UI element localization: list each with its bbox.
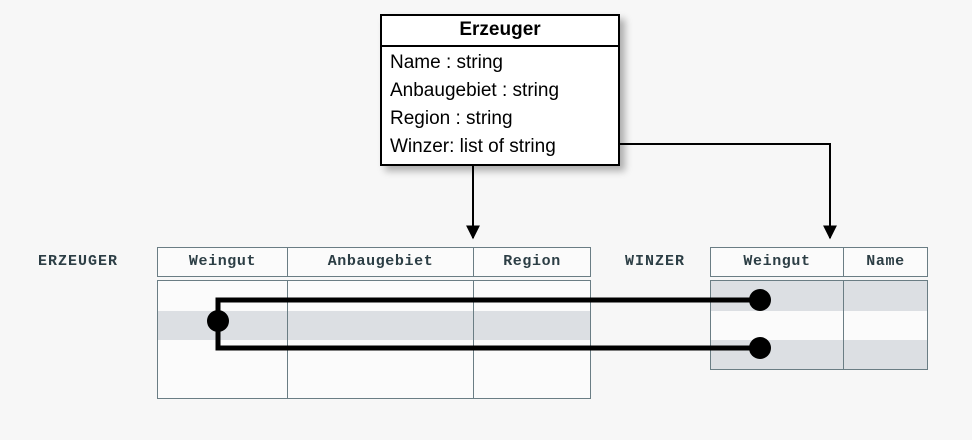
- uml-attribute-anbaugebiet: Anbaugebiet : string: [390, 80, 560, 101]
- table-cell[interactable]: [288, 311, 474, 340]
- uml-attribute-winzer: Winzer: list of string: [390, 136, 556, 157]
- table-label-erzeuger: ERZEUGER: [38, 253, 119, 270]
- table-cell[interactable]: [474, 340, 590, 369]
- relational-table-winzer: Weingut Name: [710, 247, 928, 370]
- table-row[interactable]: [158, 281, 590, 311]
- table-cell[interactable]: [474, 311, 590, 340]
- table-cell[interactable]: [474, 369, 590, 398]
- table-header-row-erzeuger: Weingut Anbaugebiet Region: [157, 247, 591, 277]
- connector-winzer-attr-to-winzer-table-arrow: [608, 143, 837, 240]
- table-cell[interactable]: [474, 281, 590, 311]
- table-cell[interactable]: [158, 311, 288, 340]
- table-cell[interactable]: [288, 281, 474, 311]
- table-row[interactable]: [711, 340, 927, 369]
- uml-attribute-list: Name : string Anbaugebiet : string Regio…: [382, 47, 618, 164]
- table-row[interactable]: [158, 340, 590, 369]
- uml-class-name: Erzeuger: [382, 16, 618, 47]
- table-cell[interactable]: [844, 340, 927, 369]
- uml-attribute-name: Name : string: [390, 52, 503, 73]
- table-cell[interactable]: [288, 369, 474, 398]
- table-label-winzer: WINZER: [625, 253, 686, 270]
- uml-attribute-region: Region : string: [390, 108, 513, 129]
- column-header-name[interactable]: Name: [844, 248, 927, 276]
- column-header-weingut[interactable]: Weingut: [711, 248, 844, 276]
- table-header-row-winzer: Weingut Name: [710, 247, 928, 277]
- table-cell[interactable]: [844, 311, 927, 340]
- uml-class-box-erzeuger[interactable]: Erzeuger Name : string Anbaugebiet : str…: [380, 14, 620, 166]
- table-cell[interactable]: [711, 340, 844, 369]
- table-cell[interactable]: [288, 340, 474, 369]
- table-row[interactable]: [711, 311, 927, 340]
- table-cell[interactable]: [711, 281, 844, 311]
- table-row[interactable]: [158, 311, 590, 340]
- column-header-region[interactable]: Region: [474, 248, 590, 276]
- column-header-weingut[interactable]: Weingut: [158, 248, 288, 276]
- table-cell[interactable]: [158, 281, 288, 311]
- table-row[interactable]: [711, 281, 927, 311]
- column-header-anbaugebiet[interactable]: Anbaugebiet: [288, 248, 474, 276]
- table-body-winzer: [710, 280, 928, 370]
- table-cell[interactable]: [158, 340, 288, 369]
- relational-table-erzeuger: Weingut Anbaugebiet Region: [157, 247, 591, 399]
- table-body-erzeuger: [157, 280, 591, 399]
- table-cell[interactable]: [711, 311, 844, 340]
- table-cell[interactable]: [844, 281, 927, 311]
- table-row[interactable]: [158, 369, 590, 398]
- table-cell[interactable]: [158, 369, 288, 398]
